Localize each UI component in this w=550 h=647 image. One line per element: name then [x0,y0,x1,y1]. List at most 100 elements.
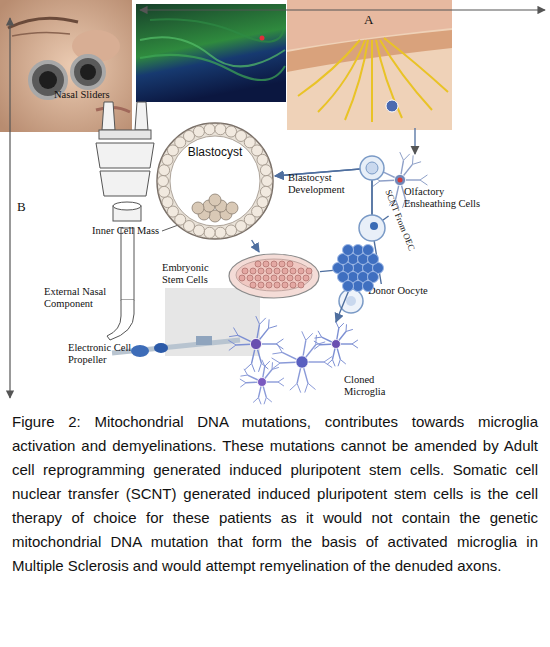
stem-cell [298,268,304,274]
propeller-housing [165,288,260,356]
trophoblast-cell [158,176,169,187]
cell-process [420,175,427,180]
cell-process [290,383,297,390]
trophoblast-cell [215,227,226,238]
cell-body [296,356,308,368]
propeller-valve [196,336,212,345]
nerve-fibre [376,40,402,118]
cell-process [314,345,320,349]
stem-cell [295,275,301,281]
trophoblast-cell [184,130,195,141]
cell-body [250,338,261,349]
closed-eye [8,18,78,28]
trophoblast-cell [159,165,170,176]
cell-process [339,323,344,328]
trophoblast-cell [257,154,268,165]
cell-process [265,361,270,366]
nose [72,30,120,62]
petri-dish-node: Embryonic Stem Cells [228,252,320,300]
cluster-cell [343,245,354,256]
propeller-bulb [131,345,149,357]
stem-cell [255,261,261,267]
propeller-bulb [154,343,168,353]
nerve-fibre [384,38,448,92]
oocyte-node: Donor Oocyte [338,284,430,316]
trophoblast-cell [226,225,237,236]
external-tube [121,228,134,300]
stem-cell [279,261,285,267]
cell-process [253,398,258,403]
cribriform-plate [287,30,452,72]
flow-connector [252,240,260,252]
cell-process [412,155,414,164]
cell-process [345,324,347,331]
cell-process [229,345,236,350]
cluster-cell [373,263,384,274]
trophoblast-cell [159,186,170,197]
cell-process [420,180,427,185]
trophoblast-cell [162,197,173,208]
cell-process [259,318,265,324]
cell-process [266,397,272,402]
olfactory-nerves [298,38,448,122]
cluster-cell [353,245,364,256]
cell-process [373,171,382,172]
cell-process [400,152,404,160]
trophoblast-cell [204,227,215,238]
cell-process [252,363,255,371]
nasal-tube-bore [80,64,96,80]
cell-process [272,363,280,369]
stem-cell [287,261,293,267]
cell-process [308,383,316,389]
microscopy-image [136,4,286,102]
inner-mass-cell [192,202,204,214]
cell-process [318,331,322,337]
trophoblast-ring [157,123,273,239]
dimension-arrow [140,9,545,10]
figure-label: B [17,200,37,215]
stem-cell [250,268,256,274]
stem-cell [274,282,280,288]
cell-process [264,397,266,404]
blastocyst-circle: Blastocyst [155,122,275,240]
culture-medium [236,259,312,291]
transferred-nucleus [370,222,378,230]
stem-cell [263,261,269,267]
cell-process [272,358,280,363]
inner-mass-cell [209,194,221,206]
cell-process [262,360,265,367]
nasal-slider [135,102,148,130]
nerve-fibre [318,40,365,112]
cell-process [377,164,381,172]
cell-nucleus [398,178,403,183]
device-body [100,171,150,196]
patient-photo [0,0,132,132]
cluster-cell [353,281,364,292]
marker-dot [260,36,265,41]
scnt-cell [359,215,385,241]
cluster-cell [333,263,344,274]
cell-process [256,316,260,324]
cell-process [244,369,248,375]
nasal-slider [102,102,115,130]
cell-process [268,326,277,329]
petri-dish [229,254,319,298]
stem-cell [303,275,309,281]
eyelid [12,32,70,36]
figure-label: Electronic Cell Propeller [68,342,146,366]
tube-tip [107,300,134,340]
device-ring-top [113,202,141,210]
nerve-fibre [380,40,432,110]
nasal-tube [72,56,104,88]
cell-process [272,367,279,369]
cell-process [332,360,335,367]
cluster-cell [343,281,354,292]
stem-cell [263,275,269,281]
stem-cell [239,275,245,281]
cluster-cell [348,254,359,265]
stem-cell [287,275,293,281]
cluster-cell [343,263,354,274]
stem-cell [247,275,253,281]
